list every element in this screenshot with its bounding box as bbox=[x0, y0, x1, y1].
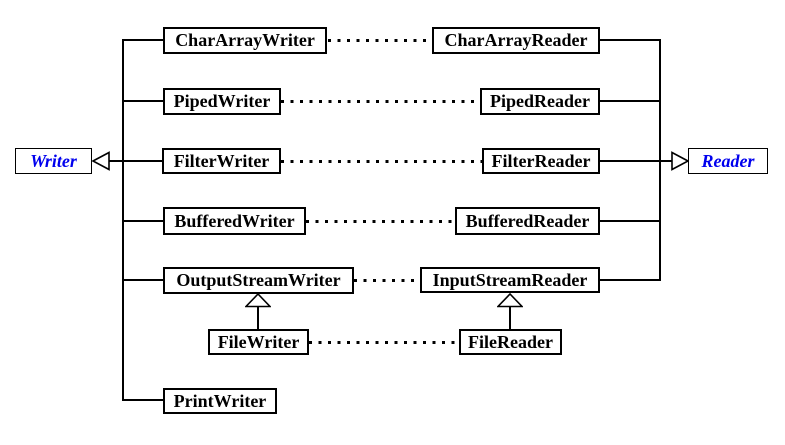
dotted-link-file bbox=[309, 341, 459, 344]
dotted-link-buffered bbox=[306, 220, 455, 223]
edge-bufferedreader-line bbox=[600, 220, 661, 222]
writer-inheritance-arrow-icon bbox=[92, 151, 110, 171]
node-reader: Reader bbox=[688, 148, 768, 174]
edge-filewriter-stem-line bbox=[257, 306, 259, 330]
node-filter-reader: FilterReader bbox=[482, 148, 600, 174]
node-file-writer: FileWriter bbox=[208, 329, 309, 355]
dotted-link-piped bbox=[281, 100, 480, 103]
reader-inheritance-arrow-icon bbox=[671, 151, 689, 171]
edge-pipedreader-line bbox=[599, 100, 661, 102]
dotted-link-filter bbox=[281, 160, 482, 163]
node-buffered-writer: BufferedWriter bbox=[163, 207, 306, 235]
edge-writer-main-line bbox=[107, 160, 163, 162]
node-char-array-writer: CharArrayWriter bbox=[163, 27, 327, 54]
inputstreamreader-inheritance-arrow-icon bbox=[497, 293, 523, 308]
node-piped-reader: PipedReader bbox=[480, 88, 600, 115]
edge-reader-main-line bbox=[600, 160, 672, 162]
edge-pipedwriter-line bbox=[122, 100, 163, 102]
edge-inputstreamreader-line bbox=[600, 279, 661, 281]
edge-printwriter-line bbox=[122, 399, 163, 401]
dotted-link-stream bbox=[354, 279, 420, 282]
node-print-writer: PrintWriter bbox=[163, 388, 277, 414]
node-piped-writer: PipedWriter bbox=[163, 88, 281, 115]
edge-outputstreamwriter-line bbox=[122, 279, 163, 281]
node-char-array-reader: CharArrayReader bbox=[432, 27, 600, 54]
edge-chararrayreader-line bbox=[600, 39, 661, 41]
node-buffered-reader: BufferedReader bbox=[455, 207, 600, 235]
dotted-link-chararray bbox=[328, 39, 432, 42]
node-output-stream-writer: OutputStreamWriter bbox=[163, 267, 354, 294]
edge-filereader-stem-line bbox=[509, 306, 511, 330]
node-filter-writer: FilterWriter bbox=[162, 148, 281, 174]
edge-bufferedwriter-line bbox=[122, 220, 163, 222]
node-file-reader: FileReader bbox=[459, 329, 562, 355]
outputstreamwriter-inheritance-arrow-icon bbox=[245, 293, 271, 308]
node-input-stream-reader: InputStreamReader bbox=[420, 267, 600, 293]
edge-chararraywriter-line bbox=[122, 39, 163, 41]
node-writer: Writer bbox=[15, 148, 92, 174]
